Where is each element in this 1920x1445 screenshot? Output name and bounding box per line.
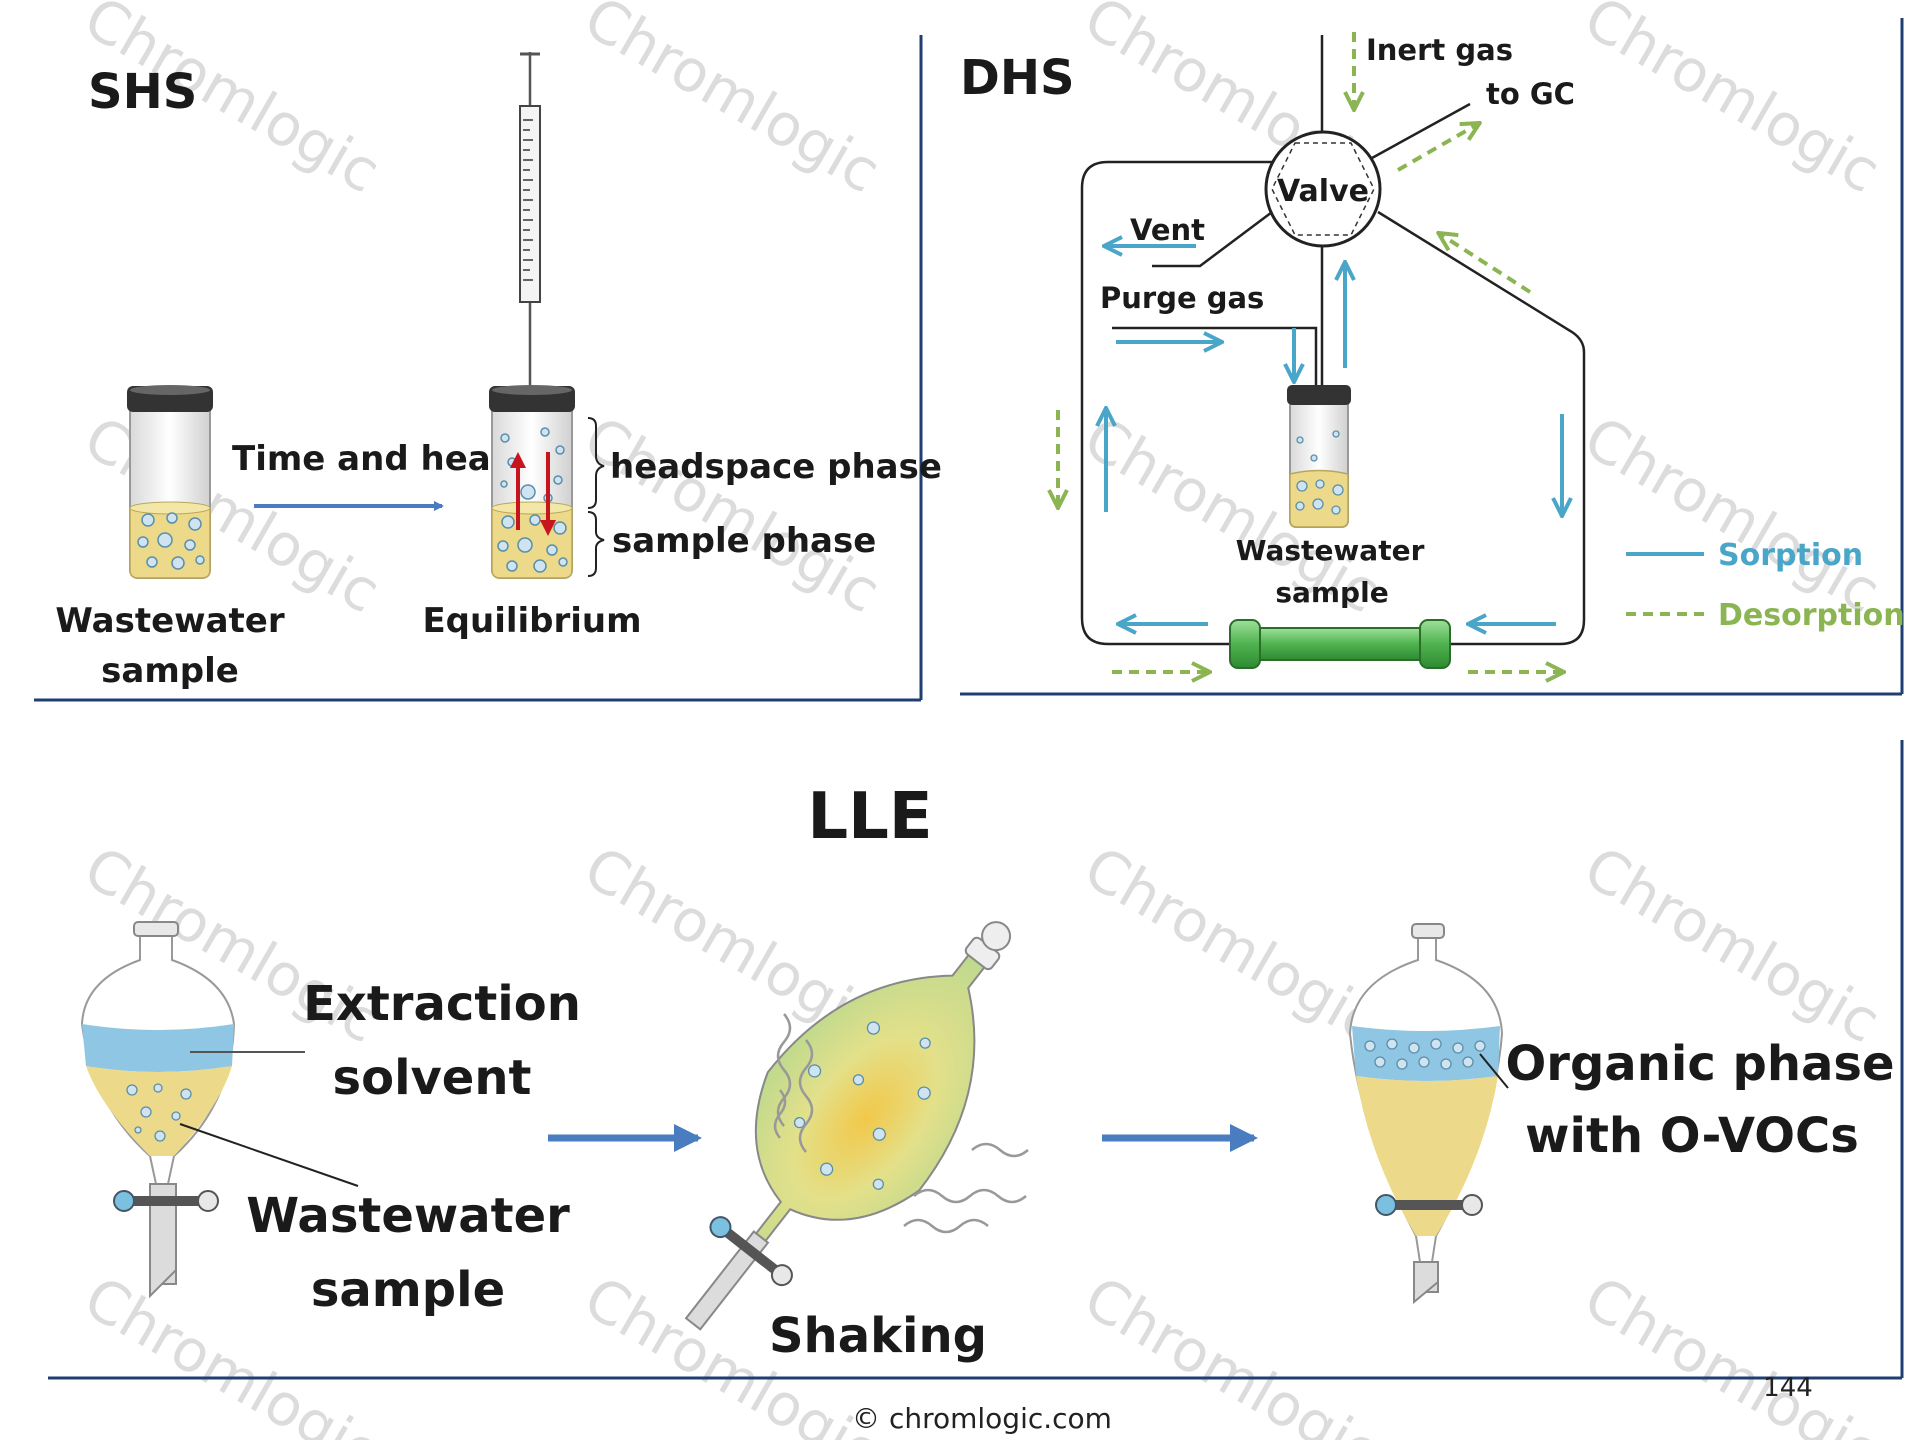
wastewater-sample-pointer (179, 1123, 359, 1187)
shs-sample-label-line1: Wastewater (55, 601, 284, 641)
watermark-2: Chromlogic (573, 0, 891, 206)
syringe-icon (519, 52, 541, 428)
desorption-arrow-to-gc (1397, 124, 1478, 172)
headspace-phase-label: headspace phase (610, 447, 942, 487)
sample-phase-label: sample phase (612, 521, 876, 561)
shs-equilibrium-vial (489, 385, 575, 579)
organic-phase-label-line2: with O-VOCs (1525, 1108, 1859, 1164)
organic-phase-pointer (1479, 1053, 1509, 1089)
dhs-sample-vial (1287, 385, 1351, 528)
dhs-sample-label-line1: Wastewater (1236, 534, 1425, 567)
wastewater-sample-label-line1: Wastewater (246, 1188, 570, 1244)
purge-gas-label: Purge gas (1100, 281, 1264, 315)
watermark-4: Chromlogic (1573, 0, 1891, 206)
watermark-15: Chromlogic (1073, 1263, 1391, 1440)
valve-label: Valve (1277, 174, 1369, 209)
desorption-arrows (1058, 32, 1562, 672)
lle-title: LLE (807, 780, 932, 854)
wastewater-sample-label-line2: sample (311, 1262, 505, 1318)
copyright-footer: © chromlogic.com (852, 1402, 1112, 1435)
to-gc-label: to GC (1486, 77, 1575, 111)
valve-icon (1264, 130, 1382, 248)
sorbent-trap-icon (1229, 619, 1451, 669)
dhs-sample-label-line2: sample (1275, 576, 1388, 609)
organic-phase-label-line1: Organic phase (1505, 1036, 1894, 1092)
separatory-funnel-start (80, 921, 236, 1299)
vent-label: Vent (1130, 213, 1205, 247)
shs-panel: SHS Wastewater sample Time and heat (34, 35, 942, 702)
dhs-panel: DHS Valve Wastewater sample (960, 18, 1905, 696)
watermark-5: Chromlogic (73, 403, 391, 626)
sample-phase-brace (587, 511, 605, 577)
shs-sample-vial (127, 385, 213, 579)
dhs-title: DHS (960, 50, 1075, 106)
shaking-funnel (684, 921, 1029, 1331)
vent-line (1152, 211, 1273, 268)
lle-panel: LLE Extraction solvent Wastewater sample (48, 740, 1904, 1380)
shs-title: SHS (88, 64, 197, 120)
watermark-11: Chromlogic (1073, 833, 1391, 1056)
to-gc-line (1371, 102, 1471, 160)
extraction-solvent-label-line1: Extraction (303, 976, 581, 1032)
separatory-funnel-end (1348, 923, 1504, 1305)
desorption-arrow-return (1440, 234, 1532, 294)
inert-gas-label: Inert gas (1366, 33, 1513, 67)
dhs-loop-tubing (1080, 160, 1586, 646)
watermark-12: Chromlogic (1573, 833, 1891, 1056)
shs-equilibrium-label: Equilibrium (422, 601, 641, 641)
extraction-solvent-label-line2: solvent (333, 1050, 532, 1106)
legend-sorption-label: Sorption (1718, 538, 1863, 573)
shaking-label: Shaking (769, 1308, 987, 1364)
shs-sample-label-line2: sample (101, 651, 239, 691)
watermark-6: Chromlogic (573, 403, 891, 626)
watermark-16: Chromlogic (1573, 1263, 1891, 1440)
shs-arrow-label: Time and heat (232, 439, 507, 479)
dhs-legend: Sorption Desorption (1626, 538, 1905, 633)
watermark-8: Chromlogic (1573, 403, 1891, 626)
headspace-brace (587, 417, 605, 509)
sorption-arrows (1106, 246, 1562, 624)
legend-desorption-label: Desorption (1718, 598, 1905, 633)
page-number: 144 (1763, 1373, 1813, 1403)
